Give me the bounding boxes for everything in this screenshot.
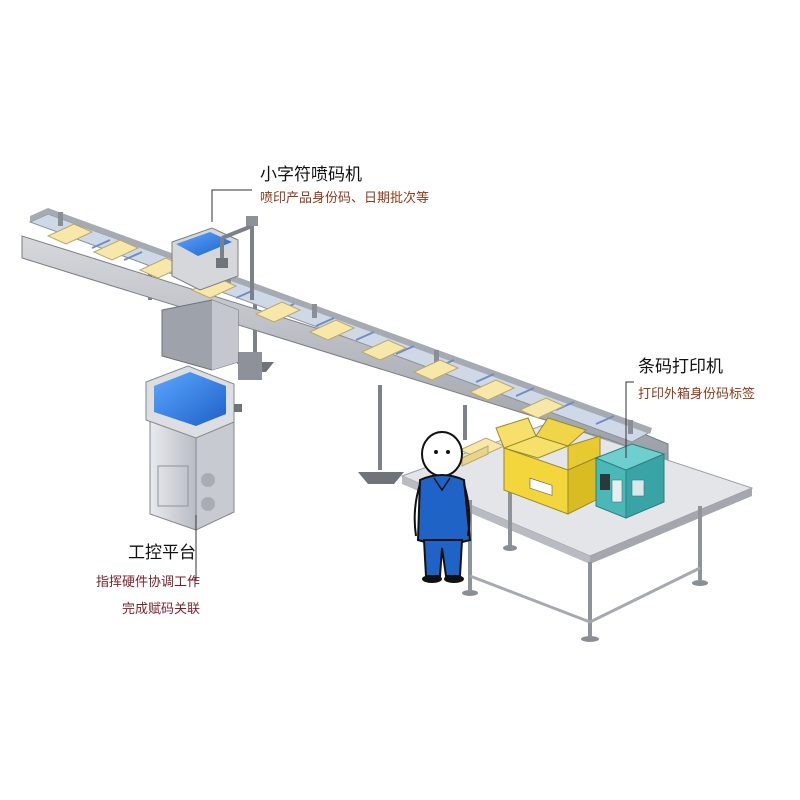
- control-leader-line: [190, 515, 197, 581]
- coder-screen: [176, 232, 232, 256]
- worker-figure: [413, 431, 472, 583]
- conveyor-back-rail: [30, 208, 652, 434]
- control-cabinet: [149, 419, 197, 531]
- worker-legs: [422, 539, 464, 577]
- control-screen: [154, 372, 226, 426]
- control-title: 工控平台: [128, 543, 196, 563]
- coder-title: 小字符喷码机: [260, 165, 362, 185]
- control-description-line2: 完成赋码关联: [121, 602, 200, 617]
- products-on-belt: [46, 223, 566, 419]
- carton-barcode-label: [529, 477, 553, 496]
- industrial-control-pc: [145, 365, 242, 531]
- coder-leader-line: [211, 189, 252, 222]
- printer-description: 打印外箱身份码标签: [638, 387, 756, 402]
- worker-body: [416, 474, 472, 545]
- control-callout: 工控平台 指挥硬件协调工作 完成赋码关联: [64, 542, 200, 618]
- barcode-printer: [594, 443, 666, 519]
- printer-callout: 条码打印机 打印外箱身份码标签: [638, 356, 755, 403]
- conveyor-feet: [236, 352, 404, 484]
- printer-leader-line: [625, 381, 634, 458]
- printer-title: 条码打印机: [638, 357, 723, 377]
- shipping-carton: [495, 417, 601, 515]
- table-feet: [462, 545, 708, 642]
- worker-head: [421, 431, 463, 477]
- inkjet-coder: [161, 216, 258, 371]
- coder-callout: 小字符喷码机 喷印产品身份码、日期批次等: [260, 164, 429, 207]
- coder-description: 喷印产品身份码、日期批次等: [260, 191, 430, 206]
- control-description-line1: 指挥硬件协调工作: [95, 575, 200, 590]
